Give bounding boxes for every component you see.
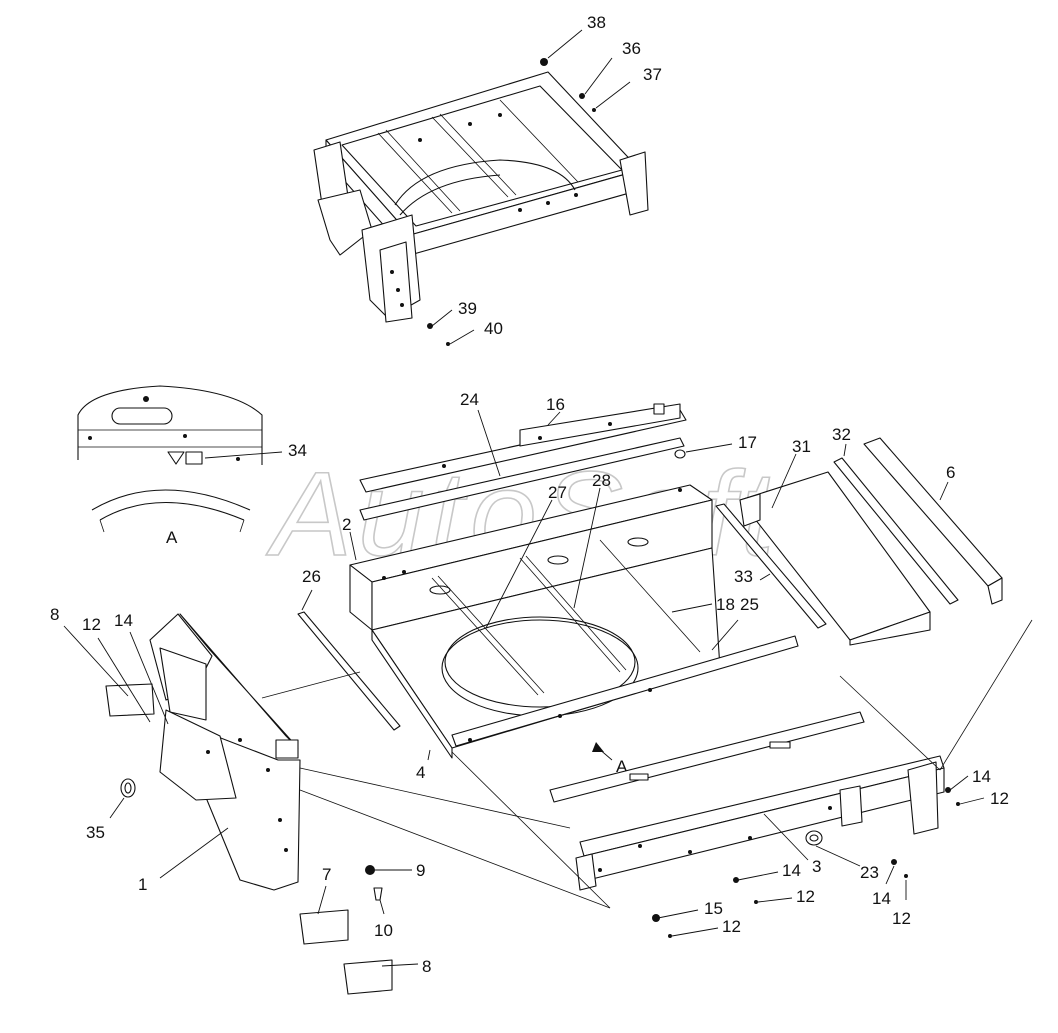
- part-35: [120, 778, 136, 798]
- callout-26: 26: [302, 567, 321, 586]
- callout-32: 32: [832, 425, 851, 444]
- part-10: [373, 887, 383, 901]
- callout-23: 23: [860, 863, 879, 882]
- callout-39: 39: [458, 299, 477, 318]
- callout-8-upper: 8: [50, 605, 59, 624]
- callout-17: 17: [738, 433, 757, 452]
- callout-33: 33: [734, 567, 753, 586]
- callout-25: 25: [740, 595, 759, 614]
- callout-12-lowright: 12: [892, 909, 911, 928]
- callout-14-mid: 14: [782, 861, 801, 880]
- callout-40: 40: [484, 319, 503, 338]
- callout-4: 4: [416, 763, 425, 782]
- view-arrow-icon: [592, 742, 604, 752]
- callout-14-right: 14: [972, 767, 991, 786]
- callout-28: 28: [592, 471, 611, 490]
- part-26: [297, 611, 401, 731]
- callout-24: 24: [460, 390, 479, 409]
- right-covers: [715, 437, 1003, 646]
- callout-9: 9: [416, 861, 425, 880]
- callout-12-right: 12: [990, 789, 1009, 808]
- assembled-frame: [313, 58, 649, 346]
- callout-12-left: 12: [82, 615, 101, 634]
- callout-3: 3: [812, 857, 821, 876]
- callout-10: 10: [374, 921, 393, 940]
- callout-8-lower: 8: [422, 957, 431, 976]
- callout-14-lowright: 14: [872, 889, 891, 908]
- callout-37: 37: [643, 65, 662, 84]
- left-bracket-assembly: [149, 613, 301, 891]
- callout-7: 7: [322, 865, 331, 884]
- part-8-lower: [343, 959, 393, 995]
- callout-12-mid: 12: [796, 887, 815, 906]
- callout-18: 18: [716, 595, 735, 614]
- callout-1: 1: [138, 875, 147, 894]
- main-frame: [349, 484, 799, 759]
- callout-34: 34: [288, 441, 307, 460]
- callout-2: 2: [342, 515, 351, 534]
- detail-view-a: [77, 385, 263, 533]
- part-7: [299, 909, 349, 945]
- part-9: [365, 865, 375, 875]
- callout-6: 6: [946, 463, 955, 482]
- upper-rails: [359, 403, 687, 521]
- detail-view-label: A: [166, 528, 178, 547]
- callout-14-left: 14: [114, 611, 133, 630]
- callout-38: 38: [587, 13, 606, 32]
- lower-rails: [549, 711, 945, 891]
- callout-15: 15: [704, 899, 723, 918]
- callout-27: 27: [548, 483, 567, 502]
- callout-31: 31: [792, 437, 811, 456]
- callout-36: 36: [622, 39, 641, 58]
- callout-12-bottom: 12: [722, 917, 741, 936]
- callout-35: 35: [86, 823, 105, 842]
- callout-16: 16: [546, 395, 565, 414]
- part-23: [805, 830, 823, 846]
- part-8-upper: [105, 683, 155, 717]
- part-17: [674, 449, 686, 459]
